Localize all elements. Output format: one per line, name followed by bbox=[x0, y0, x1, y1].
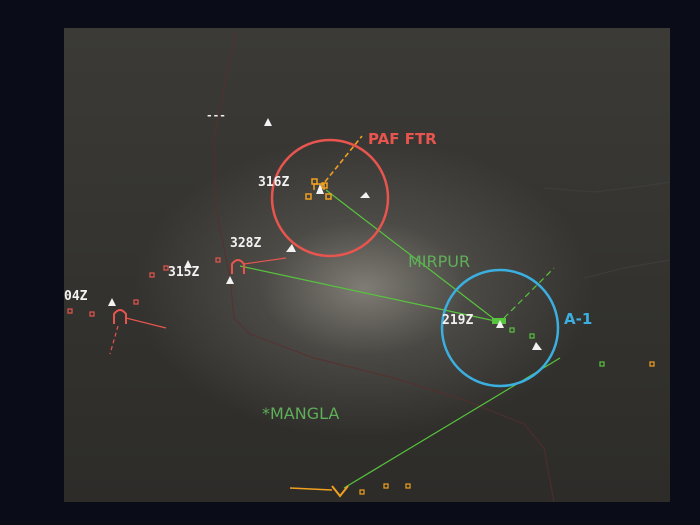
aircraft-triangle-icon[interactable] bbox=[184, 260, 192, 268]
aircraft-triangle-icon[interactable] bbox=[286, 244, 296, 252]
link-line-ftr-to-a1 bbox=[325, 189, 499, 323]
hostile-hat-icon[interactable] bbox=[109, 309, 167, 355]
track-label-328[interactable]: 328Z bbox=[230, 236, 262, 251]
callout-hostile-group: PAF FTR bbox=[368, 130, 437, 148]
aircraft-triangle-icon[interactable] bbox=[264, 118, 272, 126]
place-label-mangla: *MANGLA bbox=[262, 404, 340, 423]
aircraft-triangle-icon[interactable] bbox=[316, 184, 324, 194]
track-label-dashes: --- bbox=[206, 109, 226, 122]
heading-vector-a1 bbox=[503, 267, 555, 319]
radar-scope[interactable] bbox=[64, 28, 670, 502]
boundary-lines bbox=[213, 31, 670, 502]
aircraft-tracks[interactable] bbox=[108, 118, 542, 350]
track-label-316[interactable]: 316Z bbox=[258, 175, 290, 190]
aircraft-triangle-icon[interactable] bbox=[532, 342, 542, 350]
aircraft-triangle-icon[interactable] bbox=[226, 276, 234, 284]
aircraft-triangle-icon[interactable] bbox=[360, 192, 370, 198]
hostile-fighter-cluster[interactable] bbox=[305, 178, 332, 200]
unknown-track-icon bbox=[313, 183, 325, 190]
friendly-track-icon[interactable] bbox=[492, 318, 535, 339]
hostile-hat-icon[interactable] bbox=[231, 257, 287, 274]
track-label-315[interactable]: 315Z bbox=[168, 265, 200, 280]
far-right-tracks[interactable] bbox=[599, 361, 655, 367]
red-circle-icon[interactable] bbox=[270, 138, 390, 258]
aircraft-triangle-icon[interactable] bbox=[108, 298, 116, 306]
link-line-328-to-a1 bbox=[239, 265, 501, 323]
blue-circle-icon[interactable] bbox=[440, 268, 560, 388]
link-lines bbox=[239, 189, 561, 489]
hostile-track-squares[interactable] bbox=[67, 257, 221, 317]
callout-friendly-group: A-1 bbox=[564, 310, 593, 328]
place-label-mirpur: MIRPUR bbox=[408, 252, 471, 271]
track-label-104[interactable]: 04Z bbox=[64, 289, 88, 304]
radar-display[interactable]: --- 316Z 328Z 315Z 04Z 219Z PAF FTR A-1 … bbox=[64, 28, 670, 502]
track-label-219[interactable]: 219Z bbox=[442, 313, 474, 328]
link-line-bottom-to-a1 bbox=[343, 357, 561, 489]
bottom-track[interactable] bbox=[289, 483, 411, 498]
heading-vector-hostile bbox=[319, 135, 363, 189]
